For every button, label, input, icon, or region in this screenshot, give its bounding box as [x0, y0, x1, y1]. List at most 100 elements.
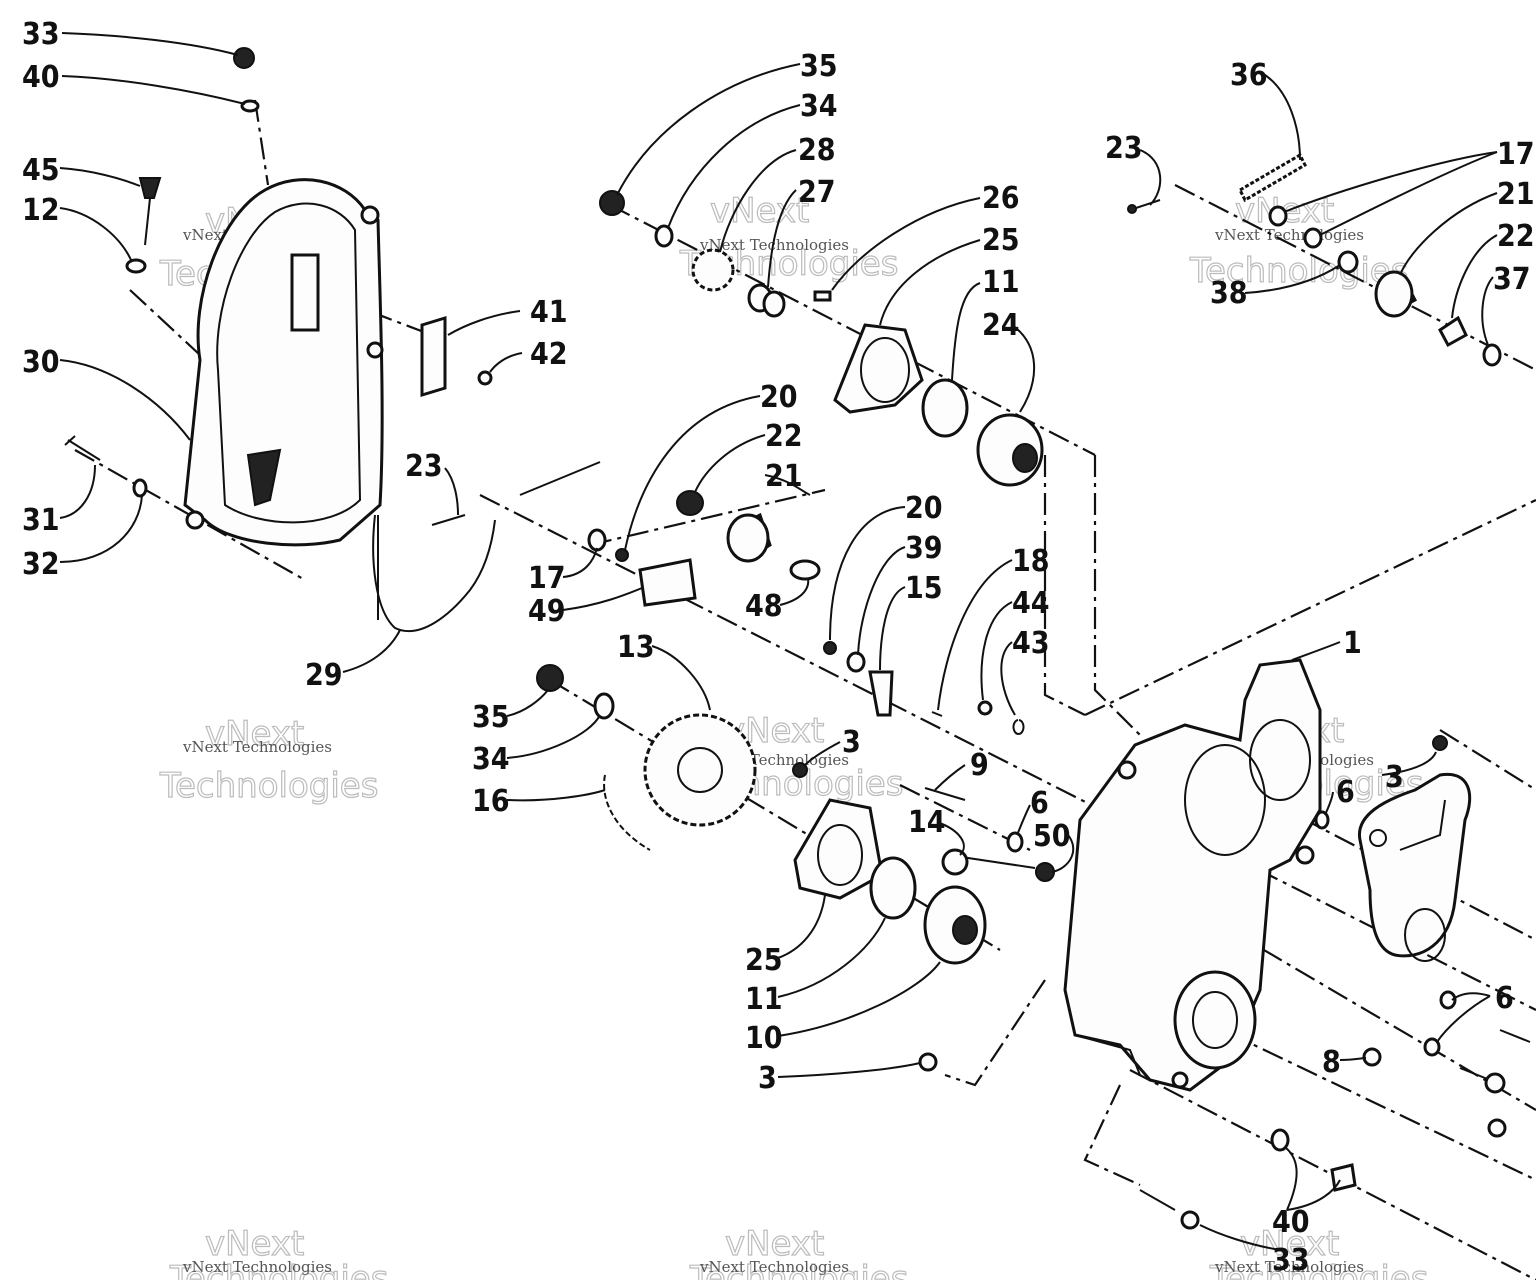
snap-ring-lower [869, 856, 917, 920]
callout-label: 36 [1230, 58, 1268, 93]
callout-label: 22 [1497, 219, 1535, 254]
watermark-small: vNext Technologies [1214, 226, 1364, 244]
callout-label: 6 [1030, 786, 1049, 821]
nut-44 [977, 700, 993, 716]
callout-label: 23 [1105, 131, 1143, 166]
callout-label: 33 [22, 17, 60, 52]
cap-nut-top [233, 47, 255, 69]
callout-label: 20 [905, 491, 943, 526]
callout-label: 42 [530, 337, 568, 372]
callout-label: 3 [1385, 760, 1404, 795]
axis-line [609, 204, 1096, 456]
callout-label: 49 [528, 594, 566, 629]
callout-label: 8 [1322, 1045, 1341, 1080]
callout-label: 31 [22, 503, 60, 538]
axis-line [1174, 184, 1536, 371]
watermark-small: vNext Technologies [182, 738, 332, 756]
bolt-9 [924, 787, 966, 801]
callout-label: 28 [798, 133, 836, 168]
callout-label: 27 [798, 175, 836, 210]
lower-nut [536, 664, 564, 692]
washer-6a [1006, 831, 1024, 853]
washer-17 [587, 528, 607, 552]
adjuster-bolt [519, 461, 601, 496]
chaincase-housing [1063, 658, 1322, 1092]
dipstick [138, 177, 162, 199]
axis-line [1093, 455, 1141, 736]
callout-label: 32 [22, 547, 60, 582]
watermark-line2: Technologies [169, 1259, 388, 1280]
watermark-line2: Technologies [1209, 1259, 1428, 1280]
key [813, 290, 832, 302]
plate-screw [477, 370, 493, 386]
callout-label: 22 [765, 419, 803, 454]
bolt-right-a [1499, 1029, 1531, 1043]
callout-label: 10 [745, 1021, 783, 1056]
leader-lines [59, 32, 1498, 1251]
axis-line [1083, 1084, 1141, 1187]
tensioner-spring [372, 514, 496, 633]
callout-label: 35 [472, 700, 510, 735]
washer-37 [1482, 343, 1502, 367]
nut-3a [792, 762, 808, 778]
callout-label: 13 [617, 630, 655, 665]
callout-label: 6 [1336, 775, 1355, 810]
callout-label: 12 [22, 193, 60, 228]
nut-50 [1035, 862, 1055, 882]
callout-label: 11 [982, 265, 1020, 300]
callout-label: 39 [905, 531, 943, 566]
callout-label: 21 [765, 459, 803, 494]
washer-bottom [1270, 1128, 1290, 1152]
washer-6d [1423, 1037, 1441, 1057]
nut-3b [918, 1052, 938, 1072]
washer-top [240, 99, 260, 113]
callout-label: 40 [22, 60, 60, 95]
nut-8 [1362, 1047, 1382, 1067]
tensioner-bracket [638, 558, 697, 607]
watermark: vNext Technologies vNext Technologies [158, 713, 379, 806]
small-sprocket [691, 248, 735, 292]
watermark-small: vNext Technologies [699, 1258, 849, 1276]
callout-label: 50 [1033, 819, 1071, 854]
washer-6c [1439, 990, 1457, 1010]
bearing-flange-lower [793, 798, 884, 900]
callout-label: 41 [530, 295, 568, 330]
axis-line [1189, 834, 1536, 1011]
axis-line [944, 979, 1046, 1087]
axis-line [1043, 455, 1086, 716]
parts [64, 47, 1531, 1230]
dipstick-rod [144, 197, 151, 246]
callout-label: 3 [842, 725, 861, 760]
o-ring [125, 258, 147, 274]
callout-label: 3 [758, 1061, 777, 1096]
callout-label: 25 [745, 943, 783, 978]
callout-label: 26 [982, 181, 1020, 216]
callout-label: 38 [1210, 276, 1248, 311]
watermark: vNext Technologies vNext Technologies [1208, 1223, 1429, 1280]
washer-6b [1314, 810, 1330, 830]
pin-left [431, 514, 466, 526]
callout-label: 43 [1012, 626, 1050, 661]
callout-label: 1 [1343, 626, 1362, 661]
nut-3c [1432, 735, 1448, 751]
chain [603, 774, 651, 851]
large-sprocket [643, 713, 757, 827]
top-washer [654, 224, 674, 248]
callout-label: 33 [1272, 1243, 1310, 1278]
axis-line [589, 488, 826, 547]
callout-label: 30 [22, 345, 60, 380]
callout-label: 45 [22, 153, 60, 188]
bolt-right-b [1459, 1067, 1491, 1081]
cover-bolt [64, 435, 101, 461]
roller-22 [1438, 315, 1468, 348]
callout-label: 6 [1495, 981, 1514, 1016]
callout-label: 48 [745, 589, 783, 624]
nut-20b [823, 641, 837, 655]
axis-line [253, 99, 270, 186]
callout-label: 14 [908, 805, 946, 840]
callout-labels: 33 40 45 12 30 31 32 41 42 23 29 35 34 2… [22, 17, 1535, 1278]
callout-label: 24 [982, 308, 1020, 343]
snap-ring-upper [921, 378, 969, 438]
key-18 [931, 711, 943, 717]
